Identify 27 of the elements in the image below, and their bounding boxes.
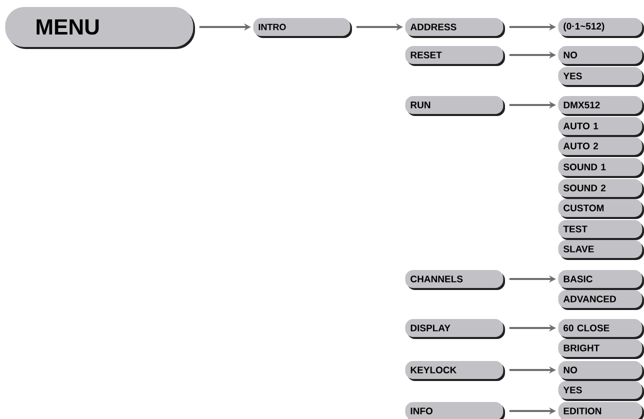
menu-item-box: SLAVE — [558, 240, 644, 260]
menu-item-box: KEYLOCK — [405, 360, 505, 381]
menu-item-box: AUTO 2 — [558, 137, 644, 157]
menu-item-box: CHANNELS — [405, 270, 505, 290]
menu-item-box: SOUND 2 — [558, 179, 644, 199]
menu-item-box: AUTO 1 — [558, 117, 644, 137]
menu-item-box: INTRO — [253, 18, 352, 38]
menu-item-box: YES — [558, 380, 644, 401]
menu-item-box: DMX512 — [558, 96, 644, 116]
menu-item-box: TEST — [558, 220, 644, 240]
menu-item-box: NO — [558, 360, 644, 381]
menu-item-box: YES — [558, 67, 644, 87]
menu-item-box: DISPLAY — [405, 318, 505, 339]
menu-item-box: EDITION — [558, 402, 644, 419]
menu-item-box: RESET — [405, 46, 505, 66]
menu-item-box: INFO — [405, 402, 505, 419]
menu-item-box: CUSTOM — [558, 199, 644, 219]
menu-item-box: (0·1~512) — [558, 18, 644, 38]
menu-item-box: ADVANCED — [558, 290, 644, 310]
menu-item-box: NO — [558, 46, 644, 66]
menu-item-box: BRIGHT — [558, 338, 644, 359]
menu-item-box: SOUND 1 — [558, 158, 644, 178]
menu-item-box: 60 CLOSE — [558, 318, 644, 339]
menu-item-box: RUN — [405, 96, 505, 116]
menu-item-box: ADDRESS — [405, 18, 505, 38]
menu-item-box: BASIC — [558, 270, 644, 290]
menu-title-box: MENU — [5, 7, 195, 49]
